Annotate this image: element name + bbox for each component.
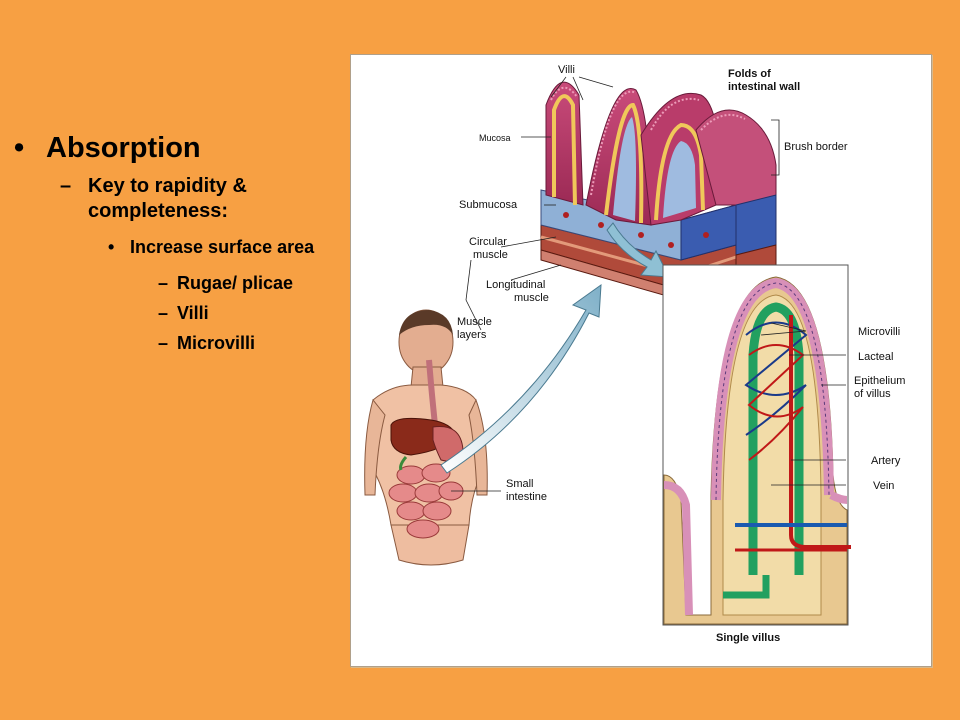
- label-intestinal-wall: intestinal wall: [728, 81, 800, 93]
- single-villus-panel: [662, 264, 851, 626]
- label-muscle-layers: layers: [457, 329, 487, 341]
- arrow-to-wall-icon: [440, 283, 602, 474]
- label-small-intestine: intestine: [506, 491, 547, 503]
- label-of-villus: of villus: [854, 388, 891, 400]
- label-single-villus: Single villus: [716, 632, 780, 644]
- intestinal-wall-block: [540, 81, 777, 301]
- bullet-microvilli: Microvilli: [12, 332, 347, 354]
- label-small: Small: [506, 478, 534, 490]
- label-muscle: Muscle: [457, 316, 492, 328]
- label-microvilli: Microvilli: [858, 326, 900, 338]
- diagram-svg: Villi Folds of intestinal wall Mucosa Br…: [364, 64, 905, 644]
- bullet-villi: Villi: [12, 302, 347, 324]
- intestine-diagram: Villi Folds of intestinal wall Mucosa Br…: [350, 54, 932, 667]
- label-brush-border: Brush border: [784, 141, 848, 153]
- label-villi: Villi: [558, 64, 575, 76]
- bullet-key-to-rapidity: Key to rapidity & completeness:: [12, 174, 347, 224]
- bullet-list: Absorption Key to rapidity & completenes…: [12, 130, 347, 354]
- arrow-to-villus-icon: [606, 222, 670, 278]
- label-artery: Artery: [871, 455, 901, 467]
- leader-lines: [451, 76, 846, 492]
- label-folds: Folds of: [728, 68, 771, 80]
- label-longitudinal: Longitudinal: [486, 279, 545, 291]
- label-circular-muscle: muscle: [473, 249, 508, 261]
- bullet-rugae: Rugae/ plicae: [12, 272, 347, 294]
- bullet-increase-surface-area: Increase surface area: [12, 234, 347, 260]
- label-longitudinal-muscle: muscle: [514, 292, 549, 304]
- bullet-absorption: Absorption: [12, 130, 347, 166]
- label-lacteal: Lacteal: [858, 351, 893, 363]
- label-submucosa: Submucosa: [459, 199, 518, 211]
- label-mucosa: Mucosa: [479, 133, 511, 143]
- human-torso-illustration: [364, 309, 488, 566]
- label-epithelium: Epithelium: [854, 375, 905, 387]
- label-vein: Vein: [873, 480, 894, 492]
- label-circular: Circular: [469, 236, 507, 248]
